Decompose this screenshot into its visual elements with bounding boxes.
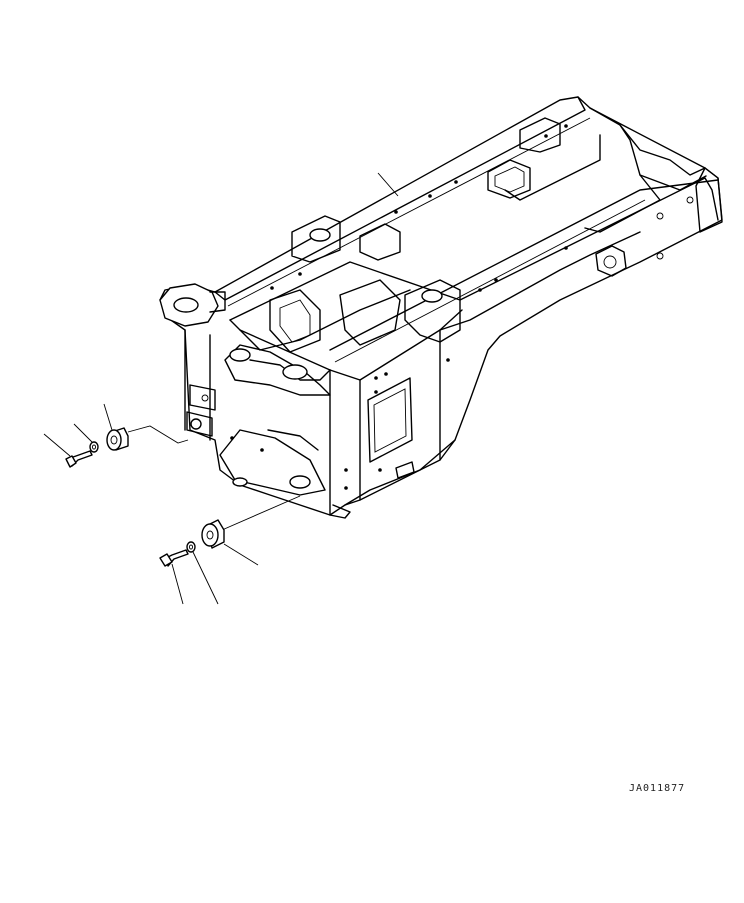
drawing-code: JA011877 xyxy=(629,783,686,794)
upper-fastener-group xyxy=(43,403,189,468)
frame-leader-line xyxy=(377,172,399,197)
upper-washer-leader xyxy=(73,423,93,443)
washer-lower-icon xyxy=(186,541,196,553)
rubber-stopper-upper-icon xyxy=(106,427,129,451)
lower-fastener-group xyxy=(159,495,301,605)
upper-stopper-assembly-line xyxy=(127,425,189,444)
upper-bolt-leader xyxy=(43,433,71,457)
washer-upper-icon xyxy=(89,441,99,453)
main-frame xyxy=(159,96,723,519)
bolt-lower-icon xyxy=(159,549,189,567)
lower-stopper-assembly-line xyxy=(221,495,301,531)
upper-stopper-leader xyxy=(103,403,113,431)
bolt-upper-icon xyxy=(65,450,93,468)
lower-bolt-leader xyxy=(171,563,184,605)
lower-washer-leader xyxy=(192,551,219,605)
lower-stopper-leader xyxy=(223,543,259,566)
rubber-stopper-lower-icon xyxy=(201,519,225,549)
